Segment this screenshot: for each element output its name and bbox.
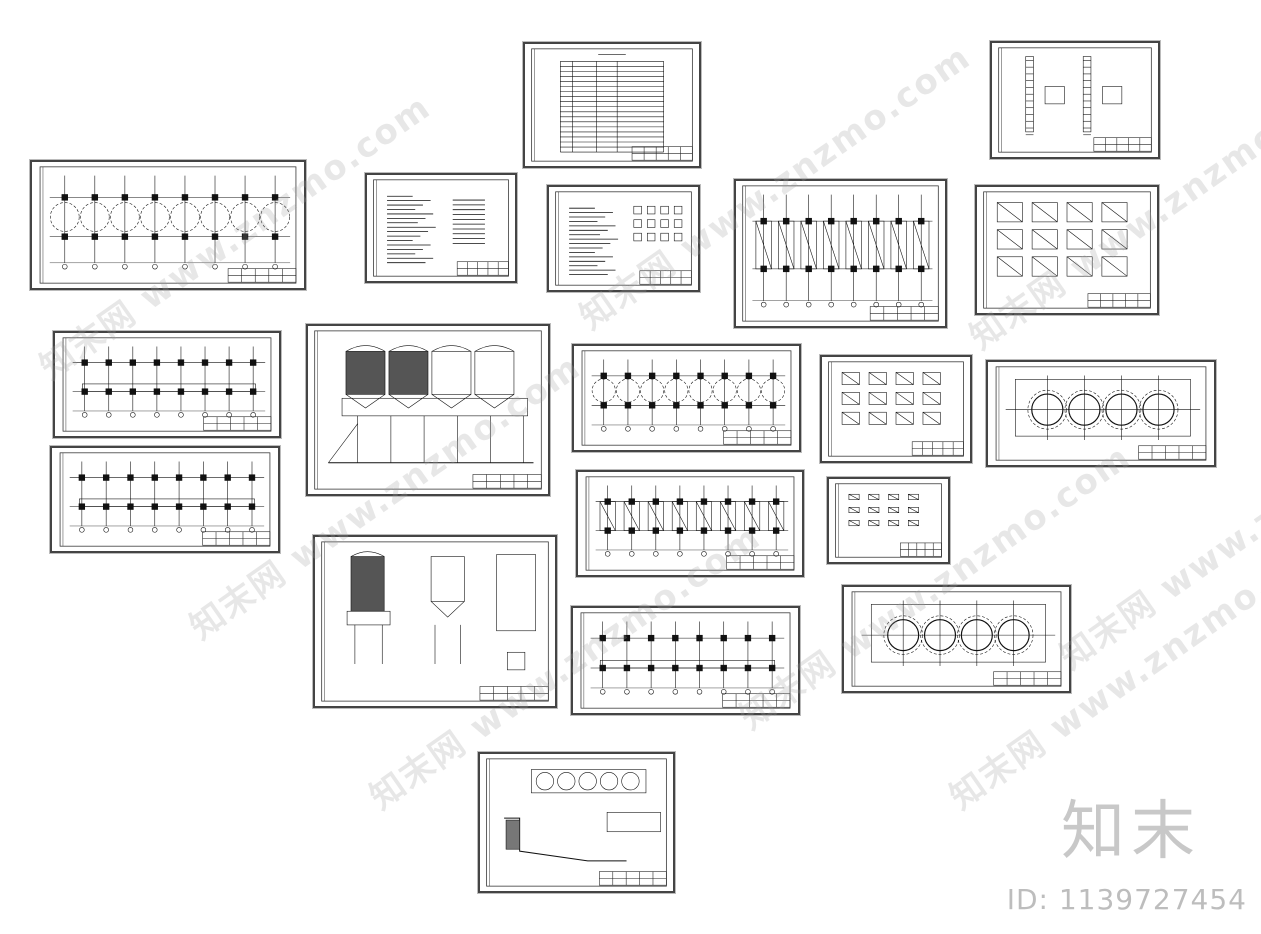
sheet-drawing xyxy=(321,541,549,702)
drawing-sheet-silo-plan-right xyxy=(986,360,1216,467)
drawing-sheet-section-detail-sheet xyxy=(820,355,972,463)
drawing-sheet-cover-index-sheet xyxy=(523,42,701,168)
drawing-sheet-floor-plan-2 xyxy=(50,446,280,553)
sheet-drawing xyxy=(828,361,964,457)
sheet-drawing xyxy=(742,185,939,322)
sheet-drawing xyxy=(835,483,942,558)
sheet-drawing xyxy=(580,612,791,709)
drawing-sheet-foundation-detail-bottom xyxy=(478,752,675,893)
sheet-drawing xyxy=(531,48,693,162)
sheet-drawing xyxy=(314,330,542,490)
drawing-sheet-top-right-detail-sheet xyxy=(990,41,1160,159)
sheet-drawing xyxy=(983,191,1151,309)
drawing-sheet-notes-sheet-b xyxy=(547,185,700,292)
brand-logo-text: 知末 xyxy=(1061,795,1201,869)
sheet-drawing xyxy=(585,476,795,571)
sheet-drawing xyxy=(581,350,792,446)
sheet-drawing xyxy=(998,47,1152,153)
drawing-sheet-small-detail-sheet xyxy=(827,477,950,564)
sheet-drawing xyxy=(62,337,272,432)
sheet-drawing xyxy=(39,166,297,284)
drawing-sheet-silo-plan-bottom-right xyxy=(842,585,1071,693)
drawing-sheet-roof-plan-sheet xyxy=(571,606,800,715)
sheet-drawing xyxy=(851,591,1062,687)
drawing-sheet-foundation-plan-long xyxy=(30,160,306,290)
sheet-drawing xyxy=(486,758,667,887)
drawing-sheet-beam-plan-sheet xyxy=(734,179,947,328)
sheet-drawing xyxy=(59,452,271,547)
drawing-sheet-notes-sheet-a xyxy=(365,173,517,283)
brand-id-label: ID: 1139727454 xyxy=(1006,883,1247,916)
sheet-drawing xyxy=(555,191,692,286)
drawing-sheet-silo-elevation-sheet xyxy=(313,535,557,708)
sheet-drawing xyxy=(995,366,1207,461)
drawing-sheet-detail-sheet-right xyxy=(975,185,1159,315)
drawing-sheet-circle-plan-mid xyxy=(572,344,801,452)
drawing-sheet-floor-plan-1 xyxy=(53,331,281,438)
drawing-sheet-elevation-main xyxy=(306,324,550,496)
drawing-sheet-beam-plan-mid xyxy=(576,470,804,577)
sheet-drawing xyxy=(373,179,509,277)
